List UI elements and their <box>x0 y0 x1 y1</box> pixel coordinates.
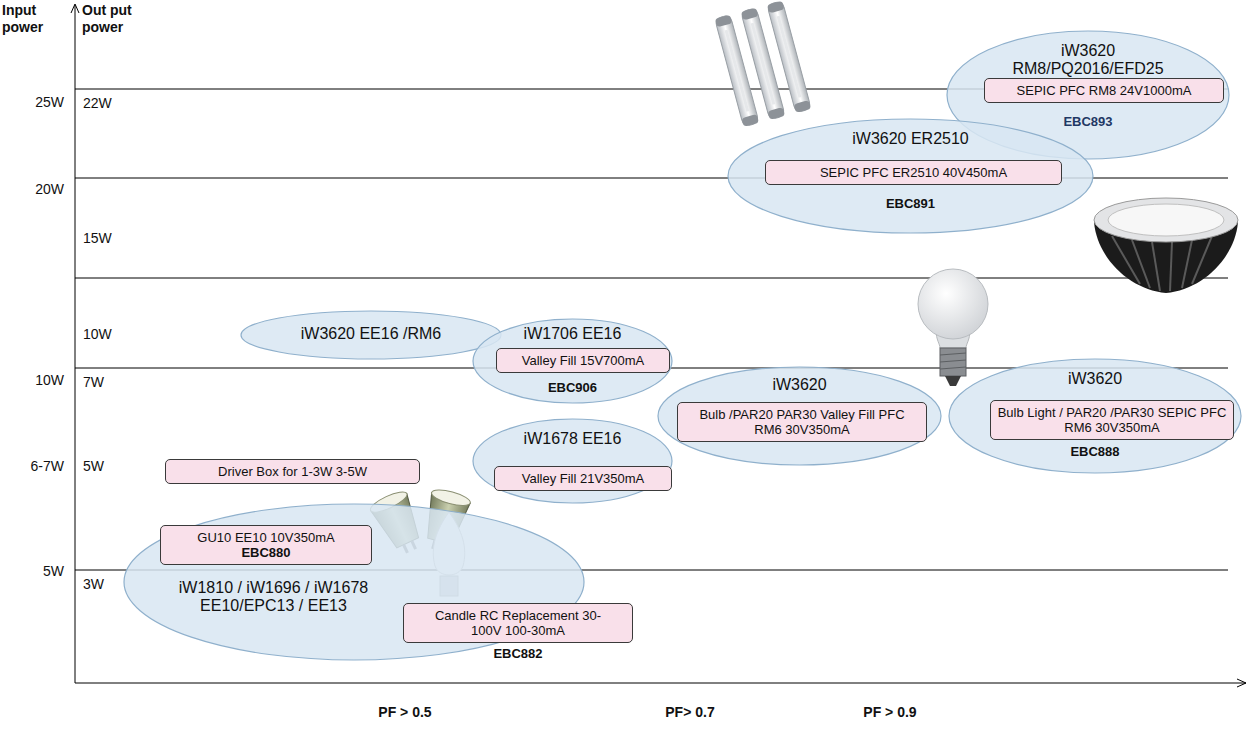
input-power-tick: 10W <box>8 372 64 389</box>
output-power-tick: 3W <box>83 576 127 593</box>
ellipse-shape <box>473 419 672 503</box>
grid-line <box>75 278 1228 279</box>
board-code: EBC882 <box>403 646 633 661</box>
board-code: EBC880 <box>167 545 365 560</box>
gu10-face <box>430 487 472 509</box>
tube-cap <box>741 114 759 127</box>
y-axis-arrow <box>71 4 79 13</box>
led-tube-illustration <box>715 1 812 127</box>
bulb-thread <box>940 353 966 369</box>
ellipse-shape <box>658 367 941 465</box>
spec-box: Driver Box for 1-3W 3-5W <box>165 459 420 484</box>
y-axis <box>75 5 76 683</box>
tube-led-strip <box>778 16 800 97</box>
tube-cap <box>741 8 759 21</box>
par-lens-rim <box>1094 198 1238 242</box>
product-range-ellipse: iW1706 EE16EBC906 Valley Fill 15V700mA <box>472 318 673 404</box>
power-factor-label: PF > 0.9 <box>835 704 945 721</box>
tube-cap <box>767 107 785 120</box>
controller-label: iW3620 ER2510 <box>727 130 1094 148</box>
input-power-tick: 20W <box>8 181 64 198</box>
board-code: EBC891 <box>727 196 1094 211</box>
axes <box>71 4 1246 687</box>
bulb-tip <box>945 376 961 386</box>
x-axis <box>75 683 1246 684</box>
spec-box: Valley Fill 21V350mA <box>494 466 672 491</box>
product-range-ellipse: iW1678 EE16Valley Fill 21V350mA <box>472 418 673 504</box>
tube-cap <box>793 100 811 113</box>
spec-box: GU10 EE10 10V350mAEBC880 <box>160 525 372 565</box>
product-range-ellipse: iW3620 EE16 /RM6 <box>240 310 502 360</box>
axis-title: Input power <box>2 2 52 36</box>
x-axis-arrow <box>1237 679 1246 687</box>
product-range-ellipse: iW3620Bulb /PAR20 PAR30 Valley Fill PFC … <box>657 366 942 466</box>
axis-title: Out put power <box>82 2 146 36</box>
spec-text: Valley Fill 21V350mA <box>501 471 665 486</box>
ellipse-shape <box>241 311 501 359</box>
controller-label: iW1678 EE16 <box>472 430 673 448</box>
controller-label: iW3620 <box>657 376 942 394</box>
output-power-tick: 22W <box>83 95 127 112</box>
product-group: Candle RC Replacement 30-100V 100-30mA EB… <box>403 603 633 661</box>
controller-label: iW3620 EE16 /RM6 <box>240 325 502 343</box>
spec-text: Candle RC Replacement 30-100V 100-30mA <box>403 603 633 643</box>
power-factor-label: PF> 0.7 <box>635 704 745 721</box>
controller-label: iW3620 <box>948 370 1242 388</box>
board-code: EBC888 <box>948 444 1242 459</box>
tube-cap <box>715 15 733 28</box>
spec-box: Valley Fill 15V700mA <box>496 348 670 373</box>
grid-lines <box>75 89 1228 570</box>
spec-text: Driver Box for 1-3W 3-5W <box>172 464 413 479</box>
product-range-ellipse: iW3620 ER2510EBC891 SEPIC PFC ER2510 40V4… <box>727 118 1094 234</box>
spec-text: Bulb /PAR20 PAR30 Valley Fill PFC RM6 30… <box>684 407 920 437</box>
spec-text: GU10 EE10 10V350mA <box>167 530 365 545</box>
ellipse-shape <box>473 319 672 403</box>
spec-text: Bulb Light / PAR20 /PAR30 SEPIC PFC RM6 … <box>997 405 1227 435</box>
par-lens <box>1108 204 1224 236</box>
output-power-tick: 5W <box>83 458 127 475</box>
led-tube <box>767 1 811 113</box>
controller-label: iW1810 / iW1696 / iW1678 EE10/EPC13 / EE… <box>141 579 406 615</box>
board-code: EBC906 <box>472 380 673 395</box>
spec-box: SEPIC PFC ER2510 40V450mA <box>765 160 1062 185</box>
ellipse-shape <box>728 119 1093 233</box>
output-power-tick: 7W <box>83 374 127 391</box>
spec-text: Valley Fill 15V700mA <box>503 353 663 368</box>
input-power-tick: 5W <box>8 563 64 580</box>
bulb-illustration <box>918 269 988 386</box>
spec-box: SEPIC PFC RM8 24V1000mA <box>984 78 1224 103</box>
ellipse-shape <box>949 359 1241 473</box>
spec-box: Bulb Light / PAR20 /PAR30 SEPIC PFC RM6 … <box>990 400 1234 440</box>
par-lamp-illustration <box>1094 198 1238 293</box>
input-power-tick: 6-7W <box>4 458 64 475</box>
par-fins <box>1112 236 1212 291</box>
spec-text: SEPIC PFC ER2510 40V450mA <box>772 165 1055 180</box>
spec-box: Bulb /PAR20 PAR30 Valley Fill PFC RM6 30… <box>677 402 927 442</box>
output-power-tick: 15W <box>83 230 127 247</box>
controller-label: iW1706 EE16 <box>472 325 673 343</box>
tube-cap <box>767 1 785 14</box>
controller-label: iW3620 RM8/PQ2016/EFD25 <box>1003 42 1173 78</box>
spec-text: SEPIC PFC RM8 24V1000mA <box>991 83 1217 98</box>
bulb-globe <box>918 269 988 339</box>
output-power-tick: 10W <box>83 326 127 343</box>
power-factor-label: PF > 0.5 <box>350 704 460 721</box>
product-range-ellipse: iW3620EBC888 Bulb Light / PAR20 /PAR30 SE… <box>948 358 1242 474</box>
bulb-base <box>940 348 966 376</box>
tube-led-strip <box>726 30 748 111</box>
input-power-tick: 25W <box>8 94 64 111</box>
tube-led-strip <box>752 23 774 104</box>
